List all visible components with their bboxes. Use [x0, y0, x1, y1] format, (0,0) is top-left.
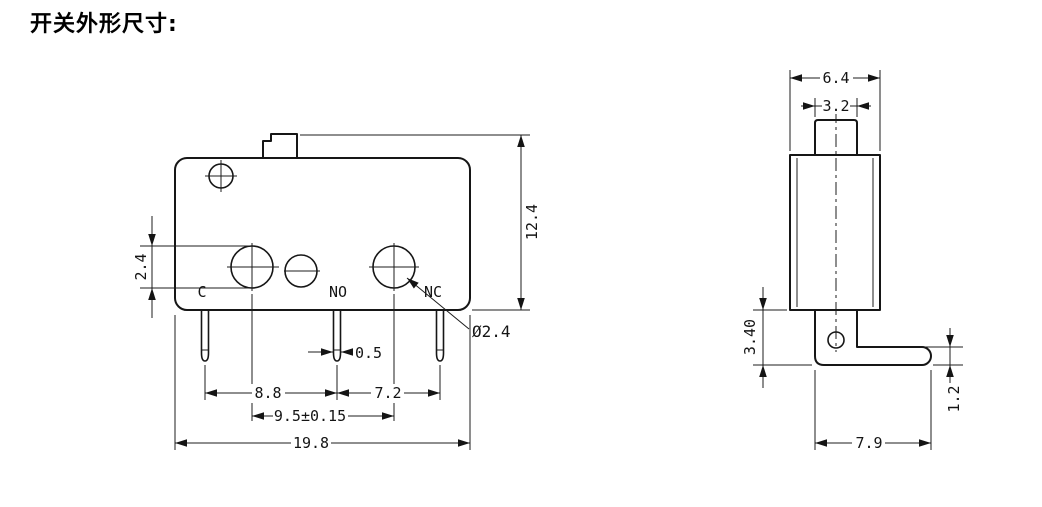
dim-hole-callout-text: Ø2.4: [472, 322, 511, 341]
dim-button-depth: 3.2: [801, 97, 871, 117]
dim-pin-thickness: 0.5: [308, 344, 382, 362]
dim-overall-depth-text: 7.9: [855, 434, 882, 452]
side-bracket-terminal: [814, 309, 932, 366]
switch-body-outline: [174, 157, 471, 311]
dim-pin-pitch-left-text-bg: [252, 385, 285, 401]
dim-pin-pitch-right-text-bg: [371, 385, 404, 401]
side-body-outline: [789, 154, 881, 311]
dim-contact-pitch-text-bg: [273, 408, 348, 424]
dim-body-depth: 6.4: [789, 69, 881, 151]
dim-bracket-height-extlines: [753, 309, 812, 366]
dim-overall-depth-text-bg: [852, 435, 885, 451]
front-view-part: C NO NC: [174, 133, 471, 362]
front-view: C NO NC 2.4 12.4 0.5: [132, 133, 541, 452]
contact-c-crosshair: [227, 243, 279, 291]
dim-terminal-thickness: 1.2: [920, 328, 963, 413]
drawing-title: 开关外形尺寸:: [30, 11, 178, 37]
dim-contact-diameter-text: 2.4: [132, 253, 150, 280]
pin-nc: [435, 310, 445, 362]
dim-body-height: 12.4: [300, 134, 541, 311]
dim-body-depth-text: 6.4: [822, 69, 849, 87]
contact-nc-crosshair: [369, 243, 419, 291]
side-bracket-hole: [827, 331, 845, 349]
side-view: 6.4 3.2 3.40 1: [741, 69, 963, 452]
dim-hole-callout-leader: [406, 277, 470, 330]
dim-body-height-text: 12.4: [523, 204, 541, 240]
dim-pin-pitch-right: 7.2: [337, 365, 441, 402]
switch-button: [262, 133, 298, 159]
dim-contact-pitch-text: 9.5±0.15: [274, 407, 346, 425]
dim-overall-depth: 7.9: [814, 370, 932, 452]
side-view-dimensions: 6.4 3.2 3.40 1: [741, 69, 963, 452]
dim-pin-pitch-right-text: 7.2: [374, 384, 401, 402]
dim-button-depth-text: 3.2: [822, 97, 849, 115]
dim-bracket-height: 3.40: [741, 287, 812, 388]
dim-body-depth-text-bg: [820, 70, 853, 86]
dim-button-depth-text-bg: [822, 98, 850, 114]
terminal-label-nc: NC: [424, 283, 442, 301]
terminal-label-no: NO: [329, 283, 347, 301]
dim-hole-callout: Ø2.4: [406, 277, 511, 341]
dim-body-width-text: 19.8: [293, 434, 329, 452]
front-view-dimensions: 2.4 12.4 0.5 9.5±0.15: [132, 134, 541, 452]
side-view-part: [789, 110, 932, 366]
dim-bracket-height-text: 3.40: [741, 319, 759, 355]
pin-c: [200, 310, 210, 362]
terminal-label-c: C: [197, 283, 206, 301]
dim-contact-diameter-extlines: [140, 245, 250, 289]
dim-terminal-thickness-text: 1.2: [945, 385, 963, 412]
dim-body-depth-extlines: [789, 70, 881, 151]
dim-pin-pitch-left-text: 8.8: [254, 384, 281, 402]
dim-pin-pitch-left: 8.8: [204, 365, 338, 402]
dim-terminal-thickness-extlines: [920, 346, 963, 366]
pin-no: [332, 310, 342, 362]
dim-body-width: 19.8: [174, 315, 471, 452]
dim-pin-thickness-text: 0.5: [355, 344, 382, 362]
dim-contact-pitch: 9.5±0.15: [251, 294, 395, 425]
dim-overall-depth-extlines: [814, 370, 932, 450]
mounting-hole-crosshair: [205, 160, 237, 192]
dim-body-width-extlines: [174, 315, 471, 450]
dim-body-height-extlines: [300, 134, 530, 311]
dim-body-width-text-bg: [291, 435, 331, 451]
side-body-seam-lines: [796, 158, 874, 307]
dim-contact-pitch-extlines: [251, 294, 395, 421]
dim-contact-diameter: 2.4: [132, 216, 250, 318]
